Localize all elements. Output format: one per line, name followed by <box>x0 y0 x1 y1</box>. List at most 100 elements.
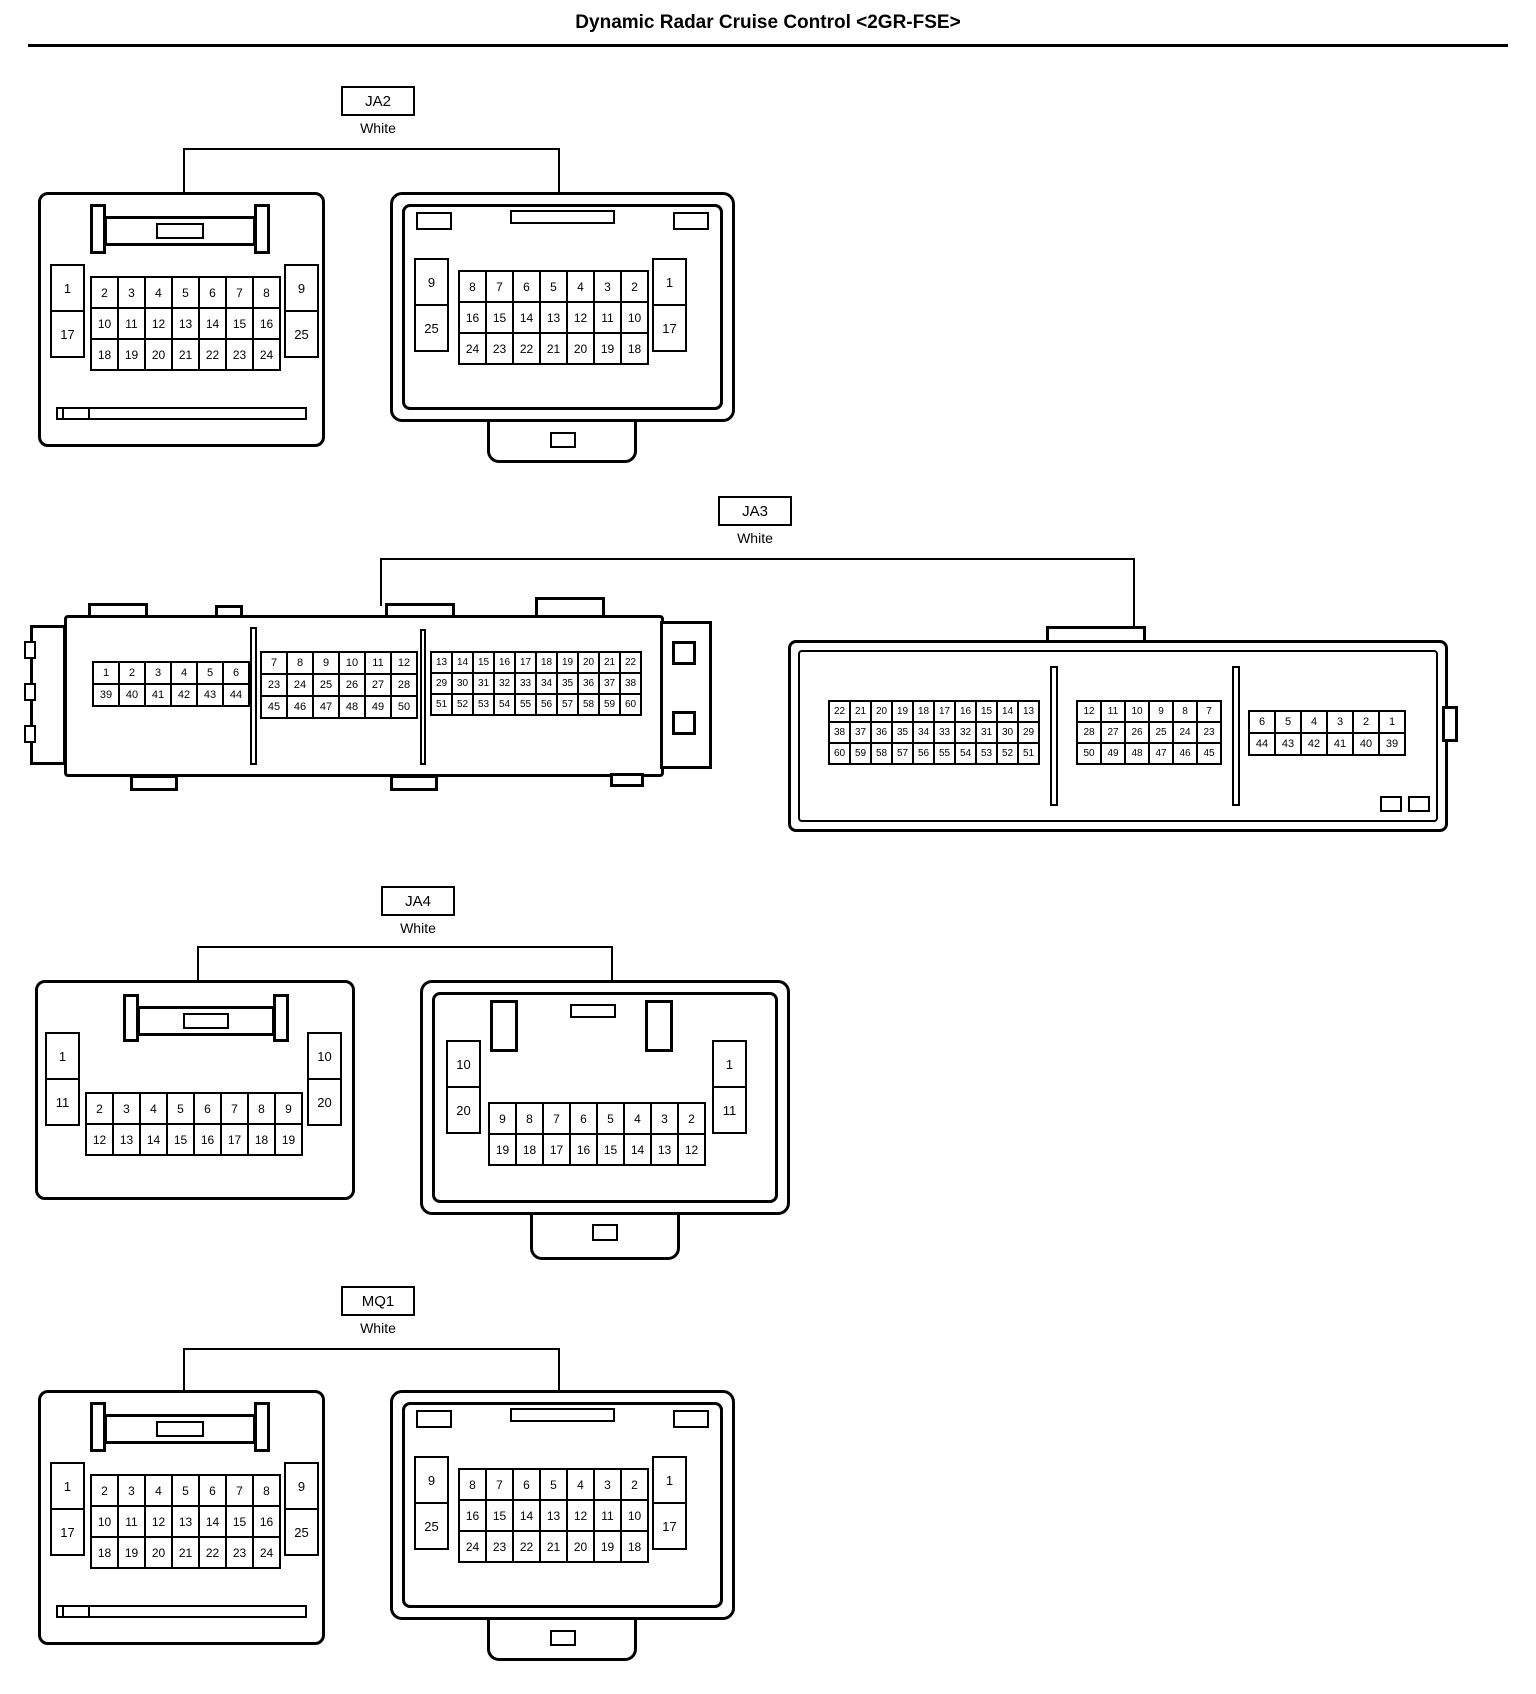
pin-43: 43 <box>1274 732 1302 756</box>
connector-id-label: MQ1 <box>361 1292 395 1310</box>
pin-48: 48 <box>338 695 366 719</box>
pin-11: 11 <box>593 301 622 334</box>
pin-57: 57 <box>891 742 914 765</box>
pin-22: 22 <box>512 332 541 365</box>
pin-12: 12 <box>85 1123 114 1156</box>
pin-19: 19 <box>274 1123 303 1156</box>
pin-27: 27 <box>364 673 392 697</box>
pin-47: 47 <box>1148 742 1174 765</box>
pin-59: 59 <box>598 693 621 716</box>
guide-slot-right <box>645 1000 673 1052</box>
pin-37: 37 <box>849 721 872 744</box>
pin-20: 20 <box>870 700 893 723</box>
bracket-ja4 <box>197 946 613 948</box>
bracket-ja2-right-drop <box>558 148 560 192</box>
pin-59: 59 <box>849 742 872 765</box>
side-notch <box>24 683 36 701</box>
pin-6: 6 <box>569 1102 598 1135</box>
pin-16: 16 <box>954 700 977 723</box>
pin-19: 19 <box>891 700 914 723</box>
pin-15: 15 <box>472 651 495 674</box>
pin-1: 1 <box>1378 710 1406 734</box>
pin-1: 1 <box>50 264 85 312</box>
pin-18: 18 <box>515 1133 544 1166</box>
pin-25: 25 <box>312 673 340 697</box>
pin-58: 58 <box>577 693 600 716</box>
pin-20: 20 <box>307 1078 342 1126</box>
pin-3: 3 <box>593 270 622 303</box>
pin-9: 9 <box>414 258 449 306</box>
pin-21: 21 <box>849 700 872 723</box>
pin-11: 11 <box>712 1086 747 1134</box>
pin-20: 20 <box>577 651 600 674</box>
pin-13: 13 <box>539 1499 568 1532</box>
guide-slot-left <box>416 212 452 230</box>
pin-34: 34 <box>535 672 558 695</box>
pin-5: 5 <box>166 1092 195 1125</box>
pin-24: 24 <box>252 1536 281 1569</box>
pin-19: 19 <box>556 651 579 674</box>
latch-catch <box>570 1004 616 1018</box>
pin-14: 14 <box>512 1499 541 1532</box>
pin-3: 3 <box>1326 710 1354 734</box>
bracket-mq1-right-drop <box>558 1348 560 1390</box>
connector-color-label-mq1: White <box>360 1320 396 1336</box>
pin-51: 51 <box>430 693 453 716</box>
side-notch <box>24 641 36 659</box>
pin-4: 4 <box>139 1092 168 1125</box>
pin-7: 7 <box>485 270 514 303</box>
pin-17: 17 <box>933 700 956 723</box>
connector-color-label-ja4: White <box>400 920 436 936</box>
pin-49: 49 <box>364 695 392 719</box>
pin-11: 11 <box>117 307 146 340</box>
pin-5: 5 <box>539 270 568 303</box>
pin-14: 14 <box>198 307 227 340</box>
guide-square <box>1380 796 1402 812</box>
guide-slot-left <box>416 1410 452 1428</box>
pin-1: 1 <box>652 1456 687 1504</box>
pin-12: 12 <box>1076 700 1102 723</box>
connector-color-label-ja2: White <box>360 120 396 136</box>
pin-48: 48 <box>1124 742 1150 765</box>
pin-10: 10 <box>620 1499 649 1532</box>
pin-4: 4 <box>170 661 198 685</box>
pin-11: 11 <box>593 1499 622 1532</box>
pin-7: 7 <box>225 276 254 309</box>
pin-5: 5 <box>196 661 224 685</box>
tab-detent <box>592 1224 618 1241</box>
pin-15: 15 <box>975 700 998 723</box>
pin-6: 6 <box>222 661 250 685</box>
pin-21: 21 <box>539 1530 568 1563</box>
pin-8: 8 <box>458 1468 487 1501</box>
bottom-foot <box>130 775 178 791</box>
pin-50: 50 <box>390 695 418 719</box>
pin-23: 23 <box>485 332 514 365</box>
bottom-groove <box>56 407 307 420</box>
pin-8: 8 <box>1172 700 1198 723</box>
pin-22: 22 <box>512 1530 541 1563</box>
pin-14: 14 <box>623 1133 652 1166</box>
pin-4: 4 <box>144 1474 173 1507</box>
pin-9: 9 <box>414 1456 449 1504</box>
pin-10: 10 <box>307 1032 342 1080</box>
pin-5: 5 <box>539 1468 568 1501</box>
pin-16: 16 <box>193 1123 222 1156</box>
pin-19: 19 <box>488 1133 517 1166</box>
pin-20: 20 <box>144 338 173 371</box>
pin-54: 54 <box>493 693 516 716</box>
pin-10: 10 <box>446 1040 481 1088</box>
pin-28: 28 <box>390 673 418 697</box>
bottom-foot <box>610 773 644 787</box>
connector-color-label-ja3: White <box>737 530 773 546</box>
side-bump <box>1442 706 1458 742</box>
